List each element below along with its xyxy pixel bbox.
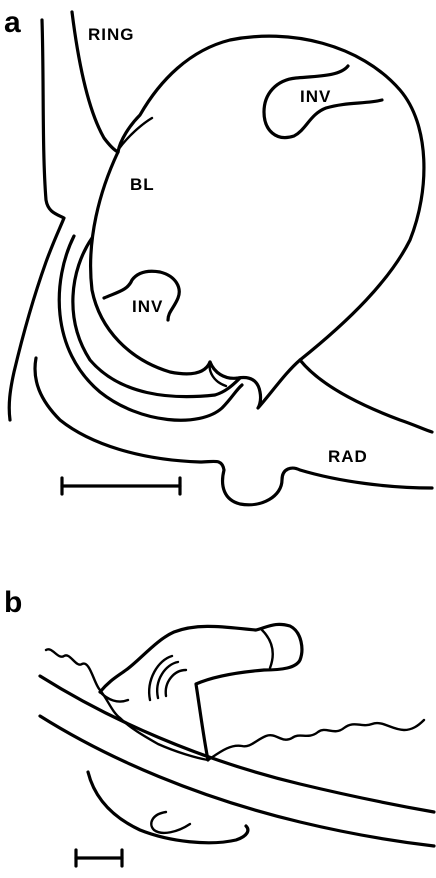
polyp-fold-2-outline — [157, 662, 178, 698]
upper-membrane-outline — [46, 649, 208, 760]
inner-layer-1-outline — [73, 238, 240, 397]
panel-b-letter: b — [4, 586, 22, 619]
lower-lobe-outline — [151, 812, 190, 833]
ring-label: RING — [88, 25, 135, 44]
polyp-fold-3-outline — [166, 670, 186, 696]
cell-wall-inner-outline — [40, 716, 434, 846]
bell-outline — [118, 36, 432, 432]
scale-bar-a — [62, 478, 180, 494]
polyp-base-outline — [100, 692, 128, 702]
panel-b: b — [4, 586, 434, 866]
panel-a: a RING BL INV INV RAD — [4, 6, 432, 505]
inv-lower-label: INV — [132, 297, 163, 316]
bl-label: BL — [130, 175, 155, 194]
inv-upper-label: INV — [300, 87, 331, 106]
cell-wall-outer-outline — [40, 676, 434, 812]
rad-label: RAD — [328, 447, 368, 466]
scale-bar-b — [76, 850, 122, 866]
polyp-rim-outline — [262, 630, 273, 668]
panel-a-letter: a — [4, 6, 21, 39]
mid-membrane-outline — [208, 720, 424, 760]
radial-canal-outline — [35, 358, 432, 505]
